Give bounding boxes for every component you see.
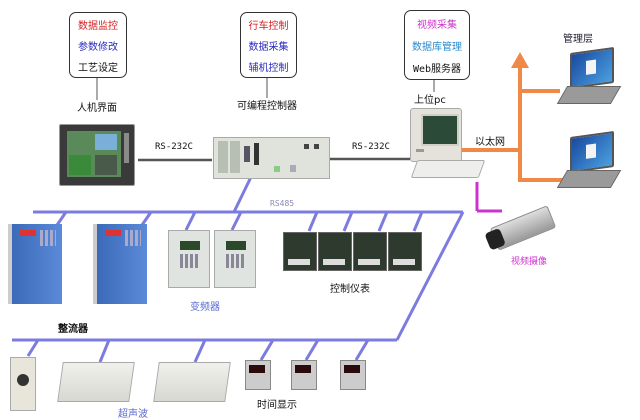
rectifier-label: 整流器 <box>58 324 88 335</box>
hmi-functions-callout: 数据监控 参数修改 工艺设定 <box>69 12 127 78</box>
pc-function-video-capture: 视频采集 <box>417 20 457 31</box>
ultrasonic-generator-2 <box>153 362 231 402</box>
ultrasonic-generator-1 <box>57 362 135 402</box>
controller-4 <box>388 232 422 271</box>
management-laptop-1 <box>556 46 622 108</box>
controller-label: 控制仪表 <box>330 284 370 295</box>
management-label: 管理层 <box>563 34 593 45</box>
host-pc-computer-icon <box>410 108 462 162</box>
rs232-label-plc-pc: RS-232C <box>352 142 390 152</box>
inverter-2 <box>214 230 256 288</box>
hmi-function-param-edit: 参数修改 <box>78 42 118 53</box>
camera-label: 视频摄像 <box>511 257 548 267</box>
plc-function-crane-control: 行车控制 <box>248 21 289 32</box>
plc-function-aux-control: 辅机控制 <box>248 63 289 74</box>
controller-1 <box>283 232 317 271</box>
timer-display-1 <box>245 360 271 390</box>
ethernet-label: 以太网 <box>475 137 505 148</box>
hmi-function-process-setup: 工艺设定 <box>78 63 118 74</box>
plc-label: 可编程控制器 <box>237 101 297 112</box>
rs485-bus <box>12 176 465 363</box>
inverter-1 <box>168 230 210 288</box>
inverter-label: 变频器 <box>190 302 220 313</box>
timer-display-3 <box>340 360 366 390</box>
plc-function-data-acquisition: 数据采集 <box>248 42 289 53</box>
rectifier-1 <box>8 224 62 304</box>
ethernet-link <box>461 62 563 182</box>
rs232-label-hmi-plc: RS-232C <box>155 142 193 152</box>
plc-functions-callout: 行车控制 数据采集 辅机控制 <box>240 12 297 78</box>
management-laptop-2 <box>556 130 622 192</box>
timer-label: 时间显示 <box>257 400 297 411</box>
pc-function-database: 数据库管理 <box>412 42 462 53</box>
ultrasonic-label: 超声波 <box>118 409 148 420</box>
hmi-label: 人机界面 <box>77 103 117 114</box>
controller-3 <box>353 232 387 271</box>
pc-functions-callout: 视频采集 数据库管理 Web服务器 <box>404 10 470 80</box>
video-link <box>475 182 502 213</box>
ethernet-arrow-icon <box>511 52 529 68</box>
pc-label: 上位pc <box>414 95 446 106</box>
pc-function-web-server: Web服务器 <box>412 64 462 75</box>
timer-display-2 <box>291 360 317 390</box>
plc-rack <box>213 137 330 179</box>
rectifier-2 <box>93 224 147 304</box>
host-pc-keyboard <box>410 160 486 178</box>
hmi-function-data-monitor: 数据监控 <box>78 21 118 32</box>
rs485-label: RS485 <box>270 199 295 208</box>
relay-module <box>10 357 36 411</box>
controller-2 <box>318 232 352 271</box>
hmi-touch-panel <box>59 124 135 186</box>
